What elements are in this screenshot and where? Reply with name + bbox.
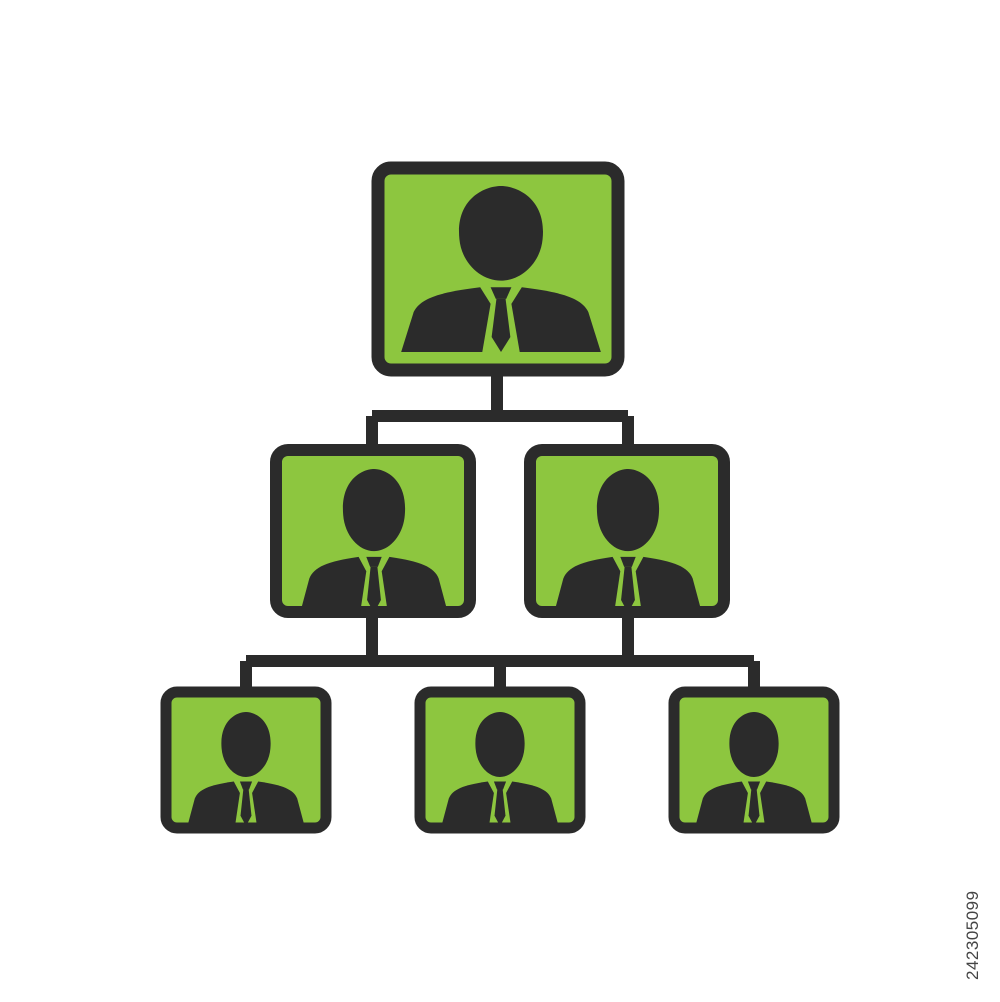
org-node-employee-center	[414, 686, 586, 834]
connector-lines	[240, 372, 760, 694]
connector-top-to-managers	[366, 372, 634, 452]
connector-employees-bar	[240, 655, 760, 694]
org-node-top-manager	[371, 161, 625, 377]
stock-id-text: 242305099	[963, 890, 982, 980]
org-node-employee-left	[160, 686, 332, 834]
org-node-employee-right	[668, 686, 840, 834]
org-node-manager-left	[270, 444, 476, 618]
org-node-manager-right	[524, 444, 730, 618]
